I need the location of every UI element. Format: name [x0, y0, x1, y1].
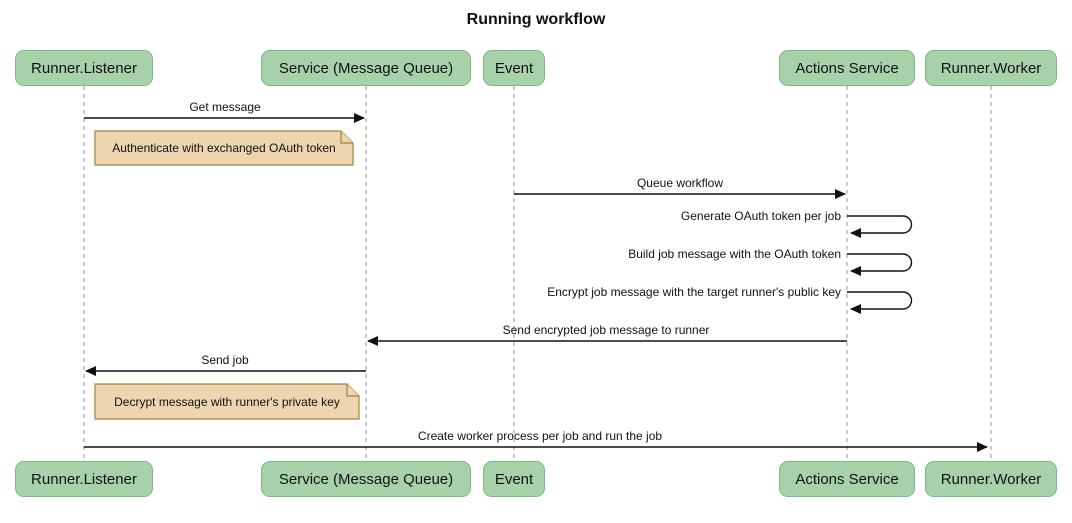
message-label-build-job-message: Build job message with the OAuth token	[628, 247, 841, 261]
selfloop-encrypt-job-message	[847, 291, 913, 314]
message-label-queue-workflow: Queue workflow	[636, 176, 724, 190]
message-label-create-worker-process: Create worker process per job and run th…	[417, 429, 663, 443]
actor-label: Service (Message Queue)	[278, 470, 454, 488]
actor-label: Event	[494, 470, 534, 488]
note-decrypt: Decrypt message with runner's private ke…	[114, 394, 340, 409]
actor-label: Runner.Listener	[31, 470, 137, 488]
actor-top-service-message-queue: Service (Message Queue)	[261, 50, 471, 86]
actor-top-event: Event	[483, 50, 545, 86]
note-authenticate-fold	[340, 131, 353, 144]
actor-top-actions-service: Actions Service	[779, 50, 915, 86]
message-label-get-message: Get message	[189, 100, 261, 114]
message-label-send-job: Send job	[201, 353, 249, 367]
actor-label: Runner.Worker	[940, 470, 1042, 488]
actor-bottom-event: Event	[483, 461, 545, 497]
actor-label: Runner.Worker	[940, 59, 1042, 77]
actor-top-runner-listener: Runner.Listener	[15, 50, 153, 86]
note-decrypt-shape	[94, 383, 360, 420]
actor-bottom-actions-service: Actions Service	[779, 461, 915, 497]
diagram-title: Running workflow	[466, 11, 606, 28]
note-authenticate: Authenticate with exchanged OAuth token	[112, 141, 336, 155]
selfloop-generate-oauth-token	[847, 215, 913, 238]
message-label-generate-oauth-token: Generate OAuth token per job	[680, 209, 841, 223]
actor-bottom-runner-worker: Runner.Worker	[925, 461, 1057, 497]
actor-label: Event	[494, 59, 534, 77]
actor-bottom-service-message-queue: Service (Message Queue)	[261, 461, 471, 497]
actor-label: Runner.Listener	[31, 59, 137, 77]
note-decrypt-fold	[346, 384, 359, 397]
selfloop-build-job-message	[847, 253, 913, 276]
note-authenticate-shape	[94, 130, 354, 166]
message-label-send-encrypted-job-message: Send encrypted job message to runner	[502, 323, 710, 337]
actor-label: Service (Message Queue)	[278, 59, 454, 77]
actor-label: Actions Service	[795, 59, 899, 77]
actor-label: Actions Service	[795, 470, 899, 488]
actor-top-runner-worker: Runner.Worker	[925, 50, 1057, 86]
message-label-encrypt-job-message: Encrypt job message with the target runn…	[547, 285, 841, 299]
actor-bottom-runner-listener: Runner.Listener	[15, 461, 153, 497]
